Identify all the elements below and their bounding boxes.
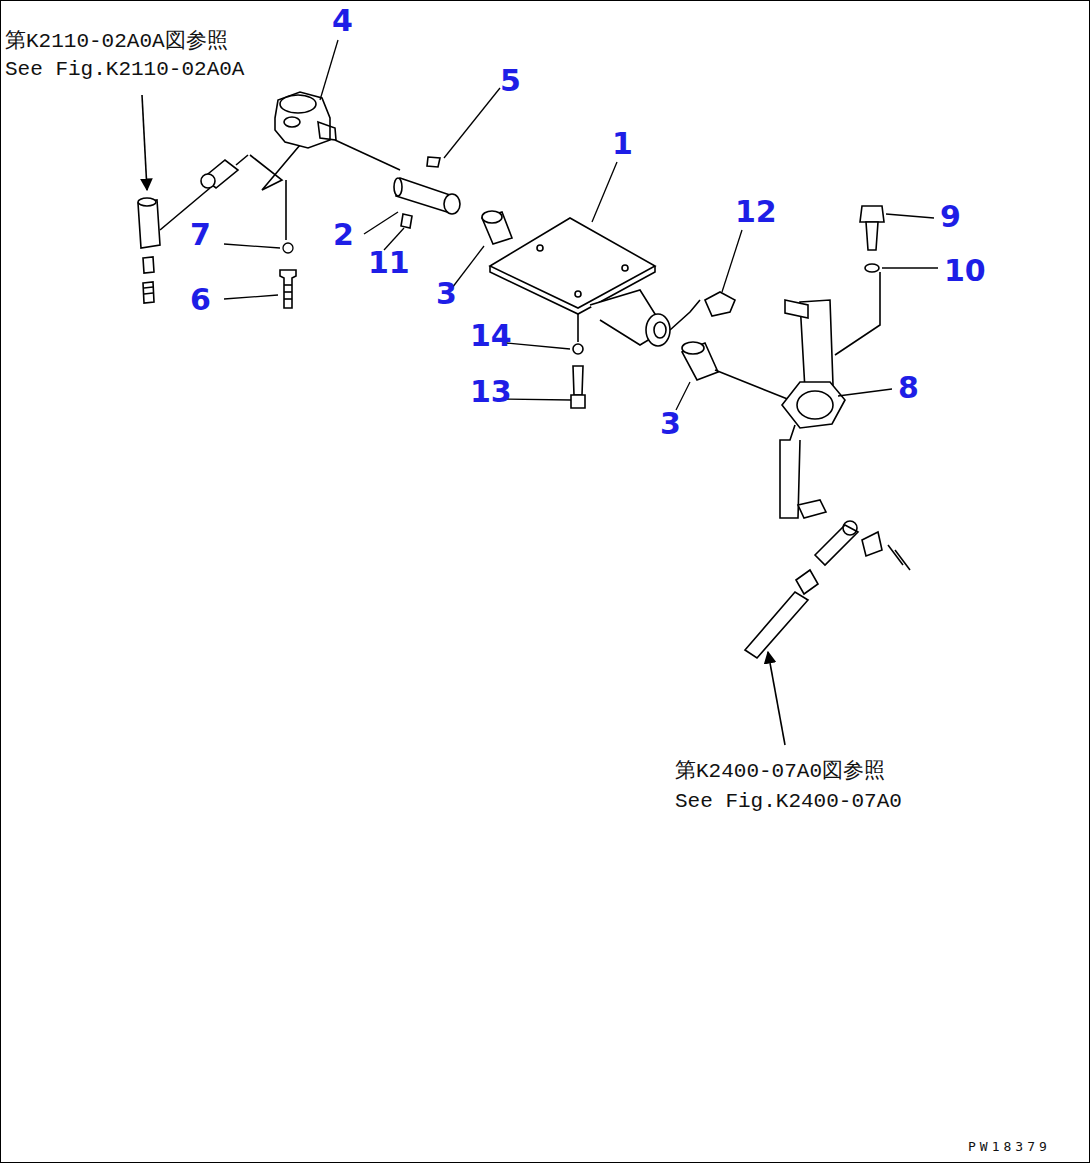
callout-number: 4 [332, 4, 353, 37]
leader-line [224, 244, 280, 248]
callout-number: 2 [333, 218, 354, 251]
leader-line [722, 230, 742, 292]
callout-number: 14 [470, 319, 512, 352]
leader-line [676, 382, 690, 410]
leader-line [592, 162, 617, 222]
leader-line [882, 267, 938, 268]
callout-number: 9 [940, 200, 961, 233]
leader-line [838, 389, 892, 396]
leader-line [506, 343, 570, 349]
reference-note: See Fig.K2400-07A0 [675, 790, 902, 813]
leader-line [506, 399, 571, 400]
callout-number: 8 [898, 371, 919, 404]
drawing-number: PW18379 [968, 1140, 1051, 1154]
callout-number: 3 [660, 407, 681, 440]
leader-line [886, 214, 934, 218]
callout-number: 1 [612, 127, 633, 160]
leader-line [320, 40, 338, 100]
leader-line [444, 88, 500, 158]
callout-number: 10 [944, 254, 986, 287]
callout-number: 12 [735, 195, 777, 228]
callout-number: 6 [190, 283, 211, 316]
leader-line [224, 295, 278, 299]
callout-number: 13 [470, 375, 512, 408]
callout-number: 3 [436, 277, 457, 310]
reference-note: See Fig.K2110-02A0A [5, 58, 244, 81]
reference-note: 第K2110-02A0A図参照 [5, 30, 228, 53]
reference-note: 第K2400-07A0図参照 [675, 760, 885, 783]
callout-number: 5 [500, 64, 521, 97]
leader-line [364, 212, 398, 234]
callout-number: 11 [368, 246, 410, 279]
callout-number: 7 [190, 218, 211, 251]
